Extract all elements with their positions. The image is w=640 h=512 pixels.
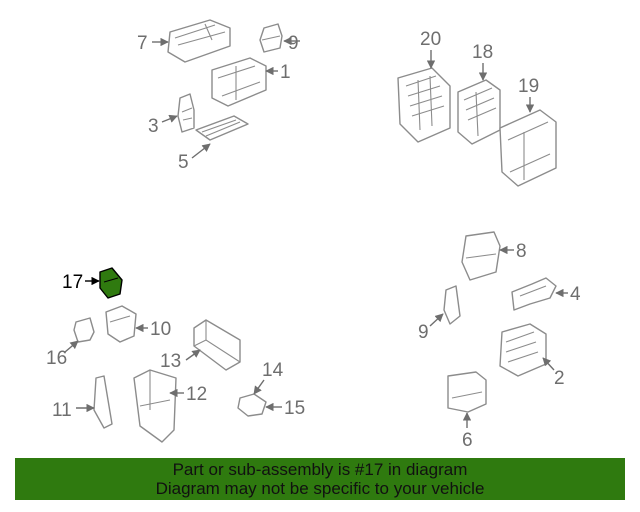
callout-2[interactable]: 2 [554, 368, 565, 389]
leader-16 [64, 340, 79, 353]
leader-5 [191, 143, 211, 159]
leader-3 [161, 114, 178, 123]
part-4-mounting-bracket[interactable] [511, 277, 557, 311]
callout-10[interactable]: 10 [150, 319, 171, 340]
part-2-fuse-box-lower[interactable] [499, 323, 547, 377]
callout-13[interactable]: 13 [160, 351, 181, 372]
part-9-relay-bottom[interactable] [443, 285, 461, 325]
part-20-junction-block[interactable] [397, 67, 451, 143]
banner-line-2: Diagram may not be specific to your vehi… [155, 479, 485, 498]
part-1-fuse-box-upper[interactable] [211, 57, 267, 107]
callout-15[interactable]: 15 [284, 398, 305, 419]
callout-12[interactable]: 12 [186, 384, 207, 405]
callout-16[interactable]: 16 [46, 348, 67, 369]
leader-14 [253, 379, 265, 395]
part-3-bracket[interactable] [177, 93, 195, 133]
callout-9-top[interactable]: 9 [288, 33, 299, 54]
leader-2 [542, 357, 555, 371]
callout-20[interactable]: 20 [420, 29, 441, 50]
callout-17[interactable]: 17 [62, 272, 83, 293]
callout-5[interactable]: 5 [178, 152, 189, 173]
callout-8[interactable]: 8 [516, 241, 527, 262]
part-15-small-relay[interactable] [237, 393, 267, 417]
part-17-relay-highlighted[interactable] [99, 267, 123, 299]
part-13-fuse-module[interactable] [193, 319, 241, 371]
callout-14[interactable]: 14 [262, 360, 284, 381]
callout-18[interactable]: 18 [472, 42, 493, 63]
part-18-relay-box[interactable] [457, 79, 501, 145]
banner-line-1: Part or sub-assembly is #17 in diagram [172, 460, 468, 479]
part-16-connector[interactable] [73, 317, 95, 343]
callout-4[interactable]: 4 [570, 284, 581, 305]
part-8-relay-cover[interactable] [461, 231, 501, 281]
part-9-relay-top[interactable] [259, 23, 283, 53]
part-10-relay-socket[interactable] [105, 305, 137, 343]
part-19-control-module[interactable] [499, 109, 557, 187]
part-6-block-housing[interactable] [447, 371, 487, 413]
callout-6[interactable]: 6 [462, 430, 473, 451]
notice-banner: Part or sub-assembly is #17 in diagram D… [15, 458, 625, 500]
callout-1[interactable]: 1 [280, 62, 291, 83]
part-12-box-cover[interactable] [133, 369, 177, 443]
leader-13 [185, 349, 201, 361]
part-7-relay-block[interactable] [167, 19, 231, 63]
leader-9-bottom [429, 313, 444, 327]
part-5-cover-plate[interactable] [195, 115, 249, 141]
callout-7[interactable]: 7 [137, 33, 148, 54]
callout-3[interactable]: 3 [148, 116, 159, 137]
banner-background [15, 458, 625, 500]
callout-11[interactable]: 11 [52, 400, 72, 421]
part-11-side-bracket[interactable] [93, 375, 113, 429]
callout-9-bottom[interactable]: 9 [418, 322, 429, 343]
callout-19[interactable]: 19 [518, 76, 539, 97]
